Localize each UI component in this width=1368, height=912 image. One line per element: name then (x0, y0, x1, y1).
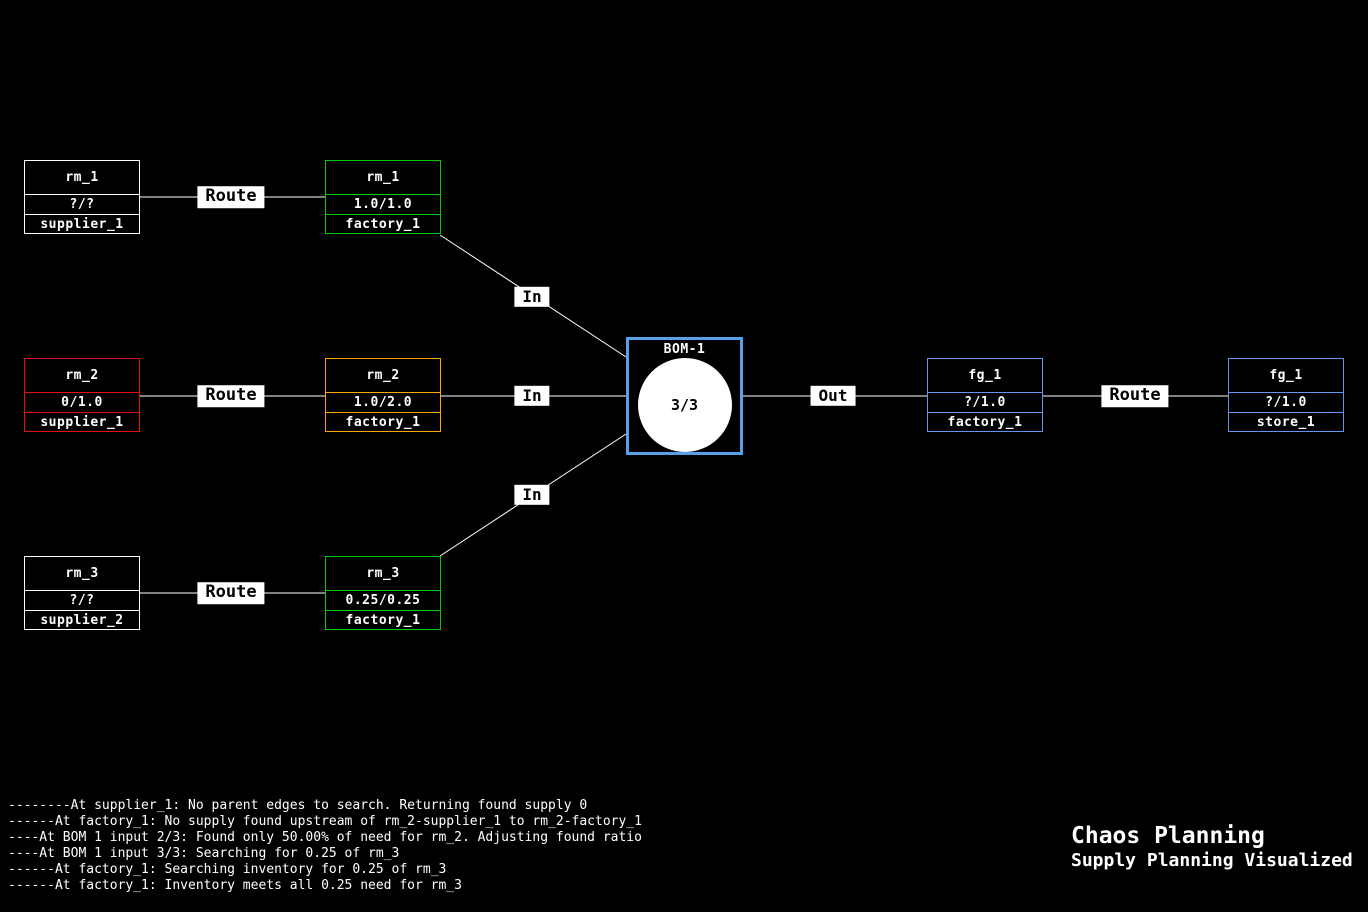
edge-label-in-rm1: In (514, 286, 550, 308)
node-fg1-factory1[interactable]: fg_1 ?/1.0 factory_1 (927, 358, 1043, 432)
node-rm3-supplier2[interactable]: rm_3 ?/? supplier_2 (24, 556, 140, 630)
log-line: ------At factory_1: Inventory meets all … (8, 878, 462, 893)
node-product-name: rm_3 (326, 557, 440, 591)
node-supply-value: 1.0/2.0 (326, 393, 440, 413)
node-supply-value: ?/? (25, 591, 139, 611)
node-rm3-factory1[interactable]: rm_3 0.25/0.25 factory_1 (325, 556, 441, 630)
edge-label-in-rm3: In (514, 484, 550, 506)
node-location: supplier_1 (40, 414, 124, 430)
node-location: supplier_1 (40, 216, 124, 232)
bom-title: BOM-1 (663, 342, 706, 357)
node-supply-value: ?/1.0 (928, 393, 1042, 413)
node-location: factory_1 (345, 414, 421, 430)
node-rm2-factory1[interactable]: rm_2 1.0/2.0 factory_1 (325, 358, 441, 432)
app-subtitle: Supply Planning Visualized (1071, 850, 1353, 871)
node-location: factory_1 (947, 414, 1023, 430)
node-supply-value: 1.0/1.0 (326, 195, 440, 215)
edge-label-in-rm2: In (514, 385, 550, 407)
log-line: ------At factory_1: Searching inventory … (8, 862, 447, 877)
node-product-name: rm_1 (326, 161, 440, 195)
app-branding: Chaos Planning Supply Planning Visualize… (1071, 822, 1353, 872)
node-supply-value: ?/? (25, 195, 139, 215)
bom-ratio: 3/3 (670, 396, 699, 414)
edge-label-route-fg1: Route (1101, 385, 1169, 407)
node-rm1-supplier1[interactable]: rm_1 ?/? supplier_1 (24, 160, 140, 234)
node-product-name: rm_3 (25, 557, 139, 591)
edge-label-out-bom: Out (810, 385, 856, 407)
node-supply-value: ?/1.0 (1229, 393, 1343, 413)
log-line: ----At BOM 1 input 2/3: Found only 50.00… (8, 830, 642, 845)
log-line: --------At supplier_1: No parent edges t… (8, 798, 588, 813)
node-product-name: rm_1 (25, 161, 139, 195)
node-location: factory_1 (345, 216, 421, 232)
edge-label-route-rm1: Route (197, 186, 265, 208)
search-log: --------At supplier_1: No parent edges t… (8, 798, 642, 894)
node-rm2-supplier1[interactable]: rm_2 0/1.0 supplier_1 (24, 358, 140, 432)
log-line: ------At factory_1: No supply found upst… (8, 814, 642, 829)
node-location: factory_1 (345, 612, 421, 628)
node-location: supplier_2 (40, 612, 124, 628)
node-product-name: rm_2 (326, 359, 440, 393)
edge-label-route-rm2: Route (197, 385, 265, 407)
node-supply-value: 0/1.0 (25, 393, 139, 413)
node-product-name: fg_1 (1229, 359, 1343, 393)
node-product-name: fg_1 (928, 359, 1042, 393)
bom-ratio-circle: 3/3 (637, 358, 732, 452)
node-product-name: rm_2 (25, 359, 139, 393)
node-location: store_1 (1256, 414, 1316, 430)
node-supply-value: 0.25/0.25 (326, 591, 440, 611)
log-line: ----At BOM 1 input 3/3: Searching for 0.… (8, 846, 400, 861)
node-bom-1[interactable]: BOM-1 3/3 (626, 337, 743, 455)
node-fg1-store1[interactable]: fg_1 ?/1.0 store_1 (1228, 358, 1344, 432)
edge-label-route-rm3: Route (197, 582, 265, 604)
app-title: Chaos Planning (1071, 823, 1265, 849)
node-rm1-factory1[interactable]: rm_1 1.0/1.0 factory_1 (325, 160, 441, 234)
